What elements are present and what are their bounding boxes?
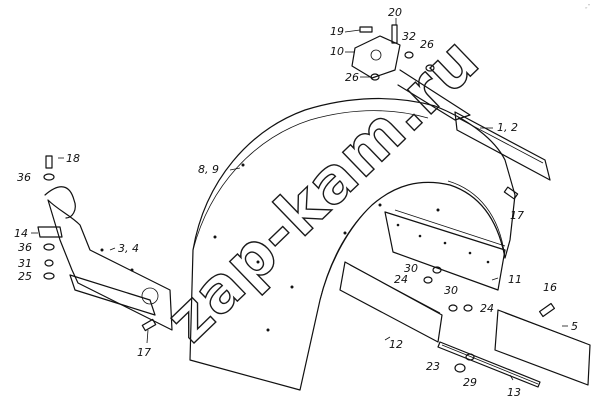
callout-label: 3, 4 xyxy=(118,242,139,255)
callout-label: 36 xyxy=(17,171,31,184)
callout-label: 11 xyxy=(508,273,522,286)
bracket-part-1-2 xyxy=(397,69,551,181)
callout-label: 17 xyxy=(137,346,151,359)
fasteners xyxy=(37,26,556,373)
callout-label: 17 xyxy=(510,209,524,222)
bracket-part-10 xyxy=(351,24,401,79)
callout-label: 12 xyxy=(389,338,403,351)
watermark: zap-kam.ru xyxy=(152,23,493,356)
callout-label: 36 xyxy=(18,241,32,254)
callout-label: 16 xyxy=(543,281,557,294)
callout-label: 5 xyxy=(571,320,578,333)
callout-label: 24 xyxy=(480,302,494,315)
callout-label: 25 xyxy=(18,270,32,283)
panel-part-11 xyxy=(384,209,506,291)
callout-label: 13 xyxy=(507,386,521,399)
mudflap-part-5 xyxy=(494,309,591,386)
callout-label: 19 xyxy=(330,25,344,38)
leader-lines xyxy=(31,18,568,381)
callout-label: 30 xyxy=(444,284,458,297)
callout-label: 24 xyxy=(394,273,408,286)
callout-label: 10 xyxy=(330,45,344,58)
corner-mark: „“ xyxy=(585,4,591,10)
callout-label: 8, 9 xyxy=(198,163,219,176)
callout-label: 26 xyxy=(420,38,434,51)
callout-label: 23 xyxy=(426,360,440,373)
callout-label: 14 xyxy=(14,227,28,240)
callout-label: 29 xyxy=(463,376,477,389)
callout-label: 30 xyxy=(404,262,418,275)
callout-label: 20 xyxy=(388,6,402,19)
callout-label: 26 xyxy=(345,71,359,84)
callout-label: 1, 2 xyxy=(497,121,518,134)
callout-label: 32 xyxy=(402,30,416,43)
panel-part-12 xyxy=(339,261,443,343)
callout-label: 18 xyxy=(66,152,80,165)
strip-part-13 xyxy=(437,341,541,388)
callout-label: 31 xyxy=(18,257,32,270)
support-bracket-part-3-4 xyxy=(44,186,173,331)
